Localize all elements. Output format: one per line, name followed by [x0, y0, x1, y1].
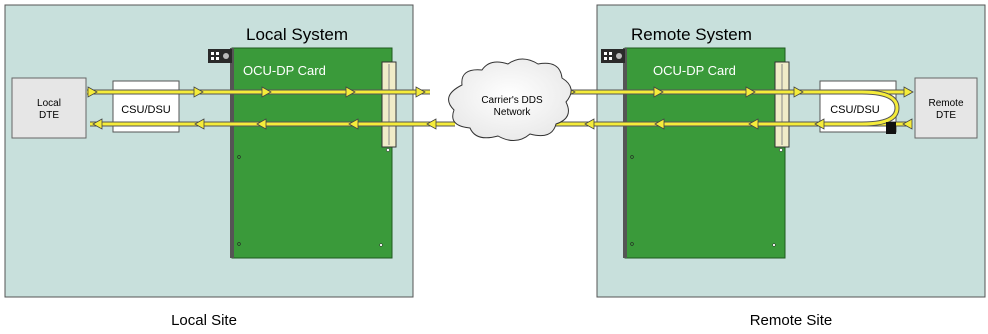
arrow-right-icon	[653, 86, 664, 98]
arrow-right-icon	[345, 86, 356, 98]
local-card-ejector-icon	[208, 49, 232, 63]
arrow-right-icon	[745, 86, 756, 98]
local-card-label: OCU-DP Card	[243, 63, 326, 78]
local-csu-dsu-label: CSU/DSU	[121, 104, 171, 116]
local-dte-box	[11, 77, 87, 139]
arrow-right-icon	[793, 86, 804, 98]
local-dte-label-line1: Local	[37, 98, 61, 109]
carrier-network-cloud	[448, 58, 572, 141]
remote-ocu-dp-card	[623, 47, 790, 259]
remote-system-title: Remote System	[631, 25, 752, 44]
arrow-left-icon	[814, 118, 825, 130]
arrow-left-icon	[256, 118, 267, 130]
direction-arrows	[87, 86, 914, 130]
arrow-left-icon	[92, 118, 103, 130]
local-dte-label-line2: DTE	[39, 110, 59, 121]
arrow-right-icon	[903, 86, 914, 98]
remote-loopback-icon	[861, 89, 900, 134]
arrow-right-icon	[193, 86, 204, 98]
remote-site-label: Remote Site	[750, 312, 833, 329]
remote-dte-label-line2: DTE	[936, 110, 956, 121]
arrow-right-icon	[261, 86, 272, 98]
arrow-right-icon	[415, 86, 426, 98]
network-label-line1: Carrier's DDS	[481, 95, 543, 106]
arrow-left-icon	[654, 118, 665, 130]
remote-dte-label-line1: Remote	[928, 98, 963, 109]
remote-card-ejector-icon	[601, 49, 625, 63]
local-site-label: Local Site	[171, 312, 237, 329]
arrow-left-icon	[584, 118, 595, 130]
arrow-left-icon	[902, 118, 913, 130]
arrow-left-icon	[194, 118, 205, 130]
remote-csu-dsu-label: CSU/DSU	[830, 104, 880, 116]
arrow-left-icon	[348, 118, 359, 130]
arrow-right-icon	[87, 86, 98, 98]
local-system-title: Local System	[246, 25, 348, 44]
remote-dte-box	[914, 77, 978, 139]
arrow-left-icon	[426, 118, 437, 130]
local-ocu-dp-card	[230, 47, 397, 259]
arrow-left-icon	[748, 118, 759, 130]
network-label-line2: Network	[494, 107, 532, 118]
remote-card-label: OCU-DP Card	[653, 63, 736, 78]
